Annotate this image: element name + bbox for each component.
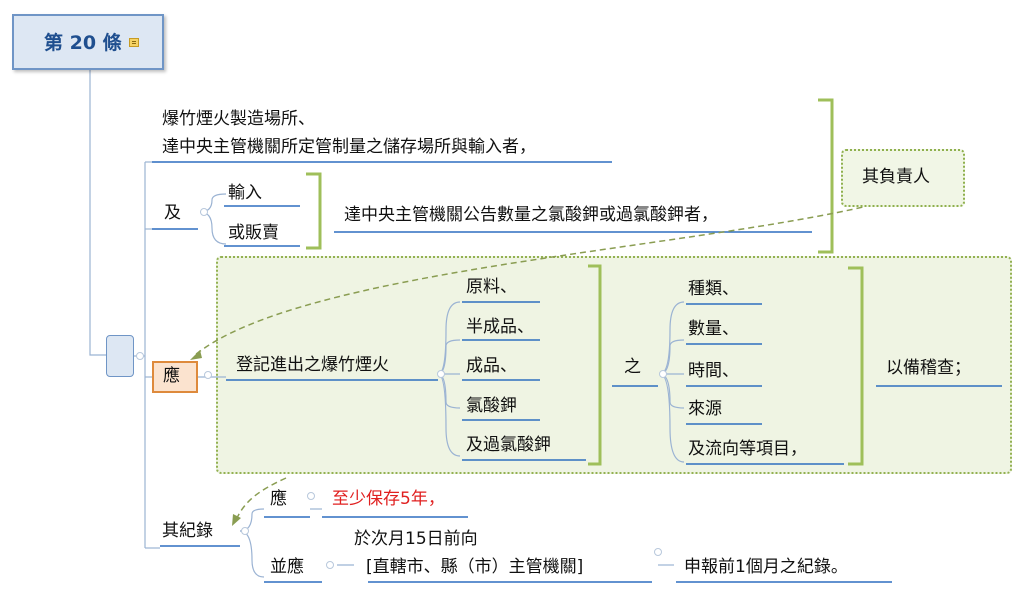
- attr-type[interactable]: 種類、: [688, 279, 739, 299]
- hub-node[interactable]: [106, 335, 134, 377]
- records-should-node[interactable]: 應: [270, 489, 287, 509]
- attr-source[interactable]: 來源: [688, 399, 722, 419]
- item-semi-finished[interactable]: 半成品、: [466, 317, 534, 337]
- bracket-attributes: [848, 266, 864, 466]
- collapse-toggle-icon: [659, 370, 667, 378]
- dashed-arrow-records: [235, 477, 287, 521]
- collapse-toggle-icon: [326, 561, 334, 569]
- attr-flow[interactable]: 及流向等項目，: [688, 439, 807, 459]
- attr-time[interactable]: 時間、: [688, 361, 739, 381]
- condition-node[interactable]: 達中央主管機關公告數量之氯酸鉀或過氯酸鉀者，: [344, 205, 718, 225]
- authority-node[interactable]: [直轄市、縣（市）主管機關]: [366, 557, 584, 577]
- note-icon[interactable]: [129, 38, 139, 47]
- keep-years-node[interactable]: 至少保存5年，: [332, 489, 445, 509]
- bracket-right-top: [818, 98, 834, 254]
- collapse-toggle-icon: [200, 208, 208, 216]
- collapse-toggle-icon: [307, 492, 315, 500]
- collapse-toggle-icon: [437, 370, 445, 378]
- clause1-line1[interactable]: 爆竹煙火製造場所、: [162, 109, 315, 129]
- clause1-line2[interactable]: 達中央主管機關所定管制量之儲存場所與輸入者，: [162, 137, 536, 157]
- bracket-or: [306, 172, 322, 250]
- item-potassium-perchlorate[interactable]: 及過氯酸鉀: [466, 435, 551, 455]
- root-connector: [89, 70, 106, 356]
- root-node[interactable]: 第 20 條: [12, 14, 164, 70]
- option-import[interactable]: 輸入: [228, 183, 262, 203]
- collapse-toggle-icon: [204, 371, 212, 379]
- collapse-toggle-icon: [241, 527, 249, 535]
- dashed-arrow-responsible: [194, 204, 873, 356]
- purpose-node[interactable]: 以備稽查；: [886, 358, 971, 378]
- report-node[interactable]: 申報前1個月之紀錄。: [684, 557, 848, 577]
- arrowhead-records-icon: [232, 514, 241, 526]
- records-and-should-node[interactable]: 並應: [270, 557, 304, 577]
- attr-quantity[interactable]: 數量、: [688, 319, 739, 339]
- root-title: 第 20 條: [44, 32, 122, 54]
- item-finished[interactable]: 成品、: [466, 356, 517, 376]
- responsible-box: [841, 149, 965, 207]
- collapse-toggle-icon: [654, 548, 662, 556]
- option-sell[interactable]: 或販賣: [228, 223, 279, 243]
- records-node[interactable]: 其紀錄: [162, 521, 213, 541]
- should-box: [152, 361, 198, 393]
- item-potassium-chlorate[interactable]: 氯酸鉀: [466, 396, 517, 416]
- should-node[interactable]: 應: [163, 366, 180, 386]
- timing-node[interactable]: 於次月15日前向: [354, 529, 478, 549]
- of-node[interactable]: 之: [624, 357, 641, 377]
- bracket-items: [588, 264, 602, 466]
- arrowhead-responsible-icon: [190, 350, 202, 360]
- responsible-node[interactable]: 其負責人: [862, 167, 930, 187]
- collapse-toggle-icon: [136, 352, 144, 360]
- registration-group-box: [216, 256, 1012, 474]
- and-node[interactable]: 及: [164, 203, 181, 223]
- register-node[interactable]: 登記進出之爆竹煙火: [236, 355, 389, 375]
- item-raw-material[interactable]: 原料、: [466, 277, 517, 297]
